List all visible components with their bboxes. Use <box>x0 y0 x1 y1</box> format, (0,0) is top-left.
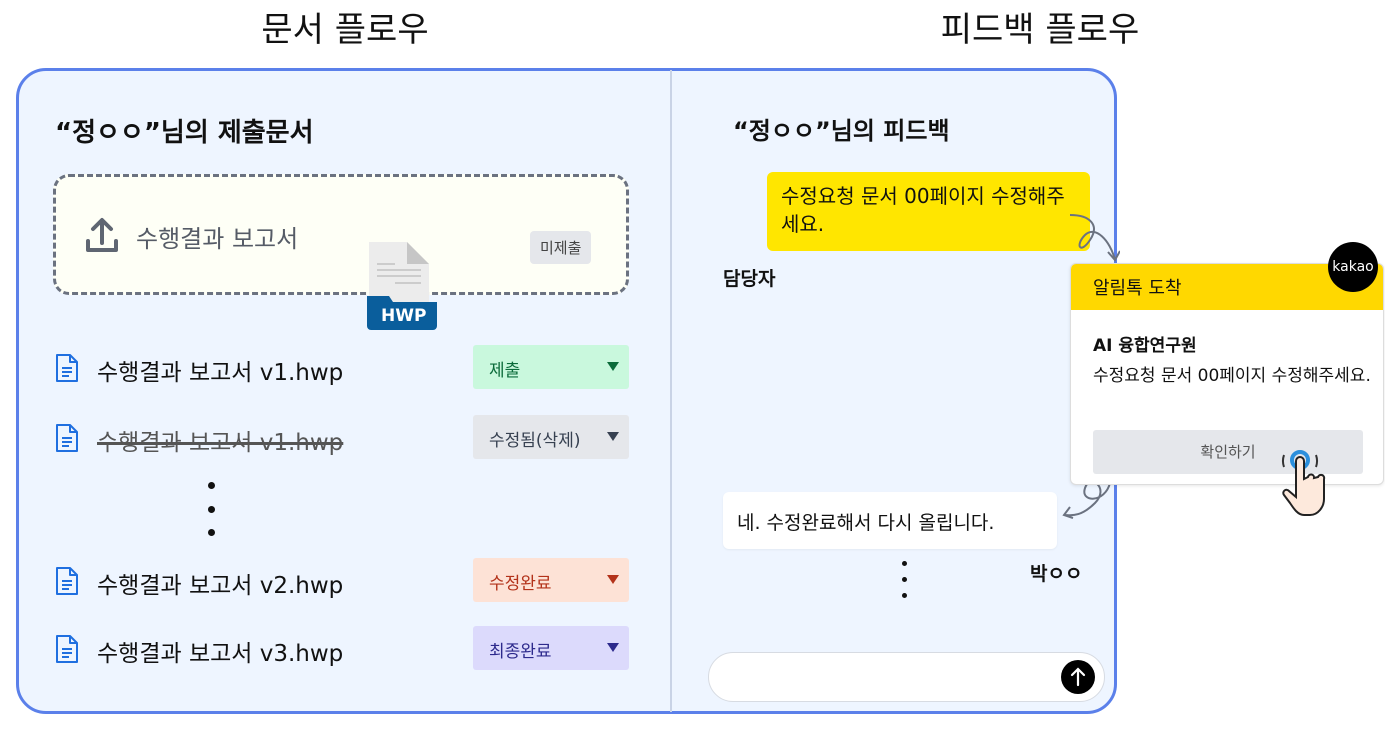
hwp-file-icon: HWP <box>367 240 437 330</box>
confirm-button[interactable]: 확인하기 <box>1093 430 1363 474</box>
file-row: 수행결과 보고서 v1.hwp 제출 <box>54 345 630 391</box>
ellipsis-dot <box>902 593 907 598</box>
status-dropdown[interactable]: 수정됨(삭제) <box>473 415 629 459</box>
file-name[interactable]: 수행결과 보고서 v1.hwp <box>97 360 344 386</box>
status-value: 수정완료 <box>489 574 552 594</box>
file-row: 수행결과 보고서 v3.hwp 최종완료 <box>54 626 630 672</box>
divider <box>670 70 672 712</box>
file-name[interactable]: 수행결과 보고서 v2.hwp <box>97 573 344 599</box>
ellipsis-dot <box>208 529 215 536</box>
request-sender: 담당자 <box>723 268 776 290</box>
feedback-flow-title: 피드백 플로우 <box>940 10 1140 50</box>
status-dropdown[interactable]: 수정완료 <box>473 558 629 602</box>
status-badge: 미제출 <box>530 231 592 264</box>
document-icon <box>56 354 78 382</box>
reply-message: 네. 수정완료해서 다시 올립니다. <box>723 492 1057 549</box>
status-dropdown[interactable]: 제출 <box>473 345 629 389</box>
upload-dropzone[interactable]: 수행결과 보고서 미제출 <box>53 174 629 295</box>
pointer-hand-icon <box>1281 450 1326 516</box>
notification-message: 수정요청 문서 00페이지 수정해주세요. <box>1093 366 1371 386</box>
file-row: 수행결과 보고서 v2.hwp 수정완료 <box>54 558 630 604</box>
ellipsis-dot <box>902 577 907 582</box>
ellipsis-dot <box>208 506 215 513</box>
notification-sender: AI 융합연구원 <box>1093 336 1197 356</box>
hwp-label: HWP <box>381 306 427 326</box>
chevron-down-icon <box>607 643 619 652</box>
chevron-down-icon <box>607 432 619 441</box>
reply-sender: 박ㅇㅇ <box>1030 563 1083 585</box>
flow-frame <box>16 68 1117 714</box>
chevron-down-icon <box>607 575 619 584</box>
feedback-heading: “정ㅇㅇ”님의 피드백 <box>733 117 950 145</box>
documents-heading: “정ㅇㅇ”님의 제출문서 <box>55 118 314 148</box>
ellipsis-dot <box>208 482 215 489</box>
document-icon <box>56 424 78 452</box>
document-icon <box>56 635 78 663</box>
arrow-up-icon <box>1070 667 1086 687</box>
doc-flow-title: 문서 플로우 <box>261 10 429 50</box>
status-value: 수정됨(삭제) <box>489 431 581 451</box>
document-icon <box>56 567 78 595</box>
status-value: 최종완료 <box>489 642 552 662</box>
file-name[interactable]: 수행결과 보고서 v1.hwp <box>97 430 344 456</box>
file-name[interactable]: 수행결과 보고서 v3.hwp <box>97 641 344 667</box>
message-input[interactable] <box>708 652 1105 702</box>
status-dropdown[interactable]: 최종완료 <box>473 626 629 670</box>
upload-label: 수행결과 보고서 <box>136 225 299 253</box>
chevron-down-icon <box>607 362 619 371</box>
file-row: 수행결과 보고서 v1.hwp 수정됨(삭제) <box>54 415 630 461</box>
ellipsis-dot <box>902 561 907 566</box>
send-button[interactable] <box>1061 660 1095 694</box>
kakao-logo: kakao <box>1328 242 1378 292</box>
request-message: 수정요청 문서 00페이지 수정해주세요. <box>767 172 1090 251</box>
status-value: 제출 <box>489 361 521 381</box>
kakao-notification: 알림톡 도착 AI 융합연구원 수정요청 문서 00페이지 수정해주세요. 확인… <box>1070 263 1384 485</box>
upload-icon <box>86 218 118 252</box>
